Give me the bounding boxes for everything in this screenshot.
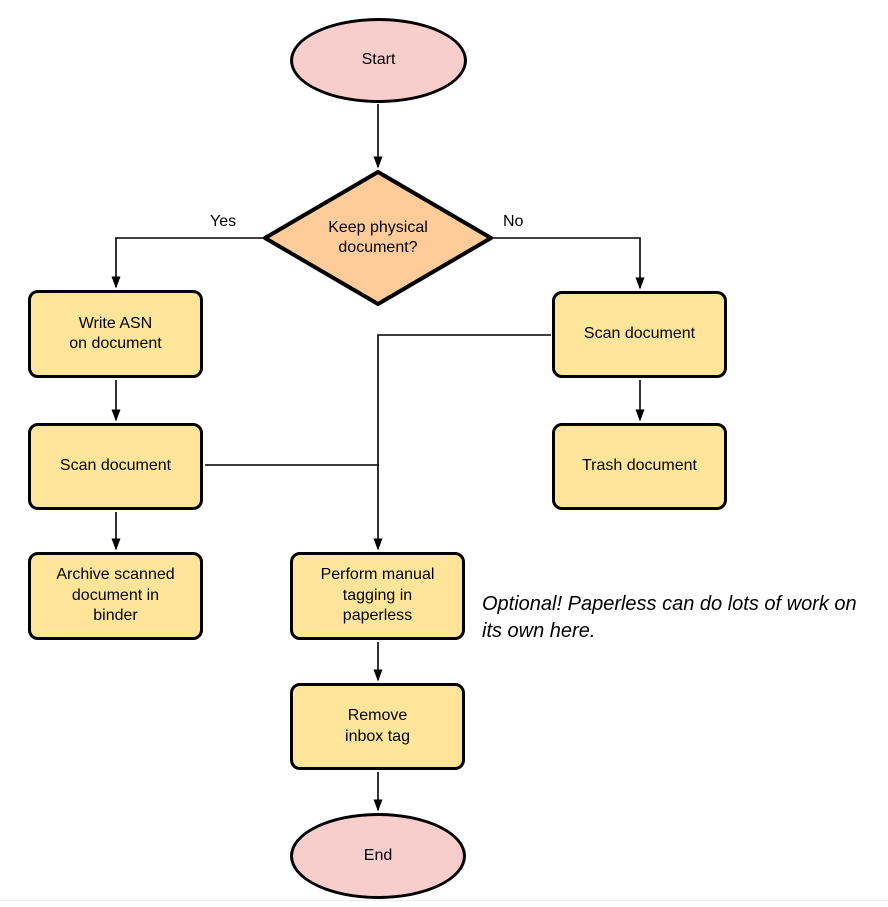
node-end: End	[290, 813, 466, 899]
node-scan-document-right: Scan document	[552, 291, 727, 378]
bottom-divider	[0, 900, 888, 901]
edge-label-no: No	[503, 213, 524, 230]
edge-label-yes: Yes	[210, 213, 237, 230]
node-archive-scanned: Archive scanned document in binder	[28, 552, 203, 640]
annotation-optional: Optional! Paperless can do lots of work …	[482, 591, 886, 645]
annotation-line-1: Optional! Paperless can do lots of work …	[482, 593, 857, 615]
node-manual-tagging: Perform manual tagging in paperless	[290, 552, 465, 640]
node-remove-inbox-tag: Remove inbox tag	[290, 683, 465, 770]
edge-scan-right-to-tagging	[373, 334, 551, 551]
decision-shape	[263, 170, 493, 306]
edge-decision-no-to-scan-right	[493, 237, 645, 290]
annotation-line-2: its own here.	[482, 620, 596, 642]
node-scan-document-left: Scan document	[28, 423, 203, 510]
node-write-asn: Write ASN on document	[28, 290, 203, 378]
node-start: Start	[290, 18, 467, 103]
edge-decision-yes-to-write-asn	[111, 237, 263, 289]
node-decision-label: Keep physical document?	[328, 218, 428, 256]
node-trash-document: Trash document	[552, 423, 727, 510]
